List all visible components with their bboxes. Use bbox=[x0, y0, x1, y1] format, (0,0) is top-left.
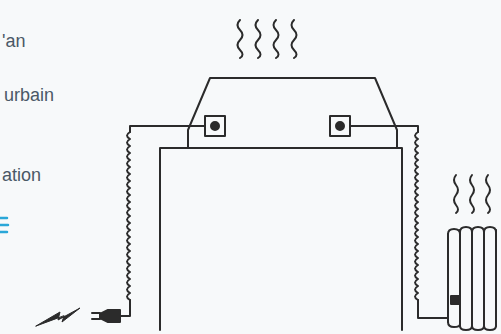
heat-waves bbox=[238, 20, 297, 58]
coil-winding bbox=[127, 132, 130, 300]
radiator bbox=[448, 175, 496, 330]
coil-winding bbox=[127, 132, 418, 300]
plug bbox=[36, 308, 120, 326]
wire bbox=[120, 126, 447, 318]
text-fragment: ation bbox=[2, 164, 41, 186]
coil-winding bbox=[415, 132, 418, 300]
blue-icon bbox=[0, 218, 8, 232]
heat-exchanger-housing bbox=[188, 78, 397, 148]
text-fragment: 'an bbox=[2, 30, 25, 52]
main-box bbox=[160, 148, 402, 330]
text-fragment: urbain bbox=[4, 84, 54, 106]
terminal bbox=[205, 116, 350, 136]
